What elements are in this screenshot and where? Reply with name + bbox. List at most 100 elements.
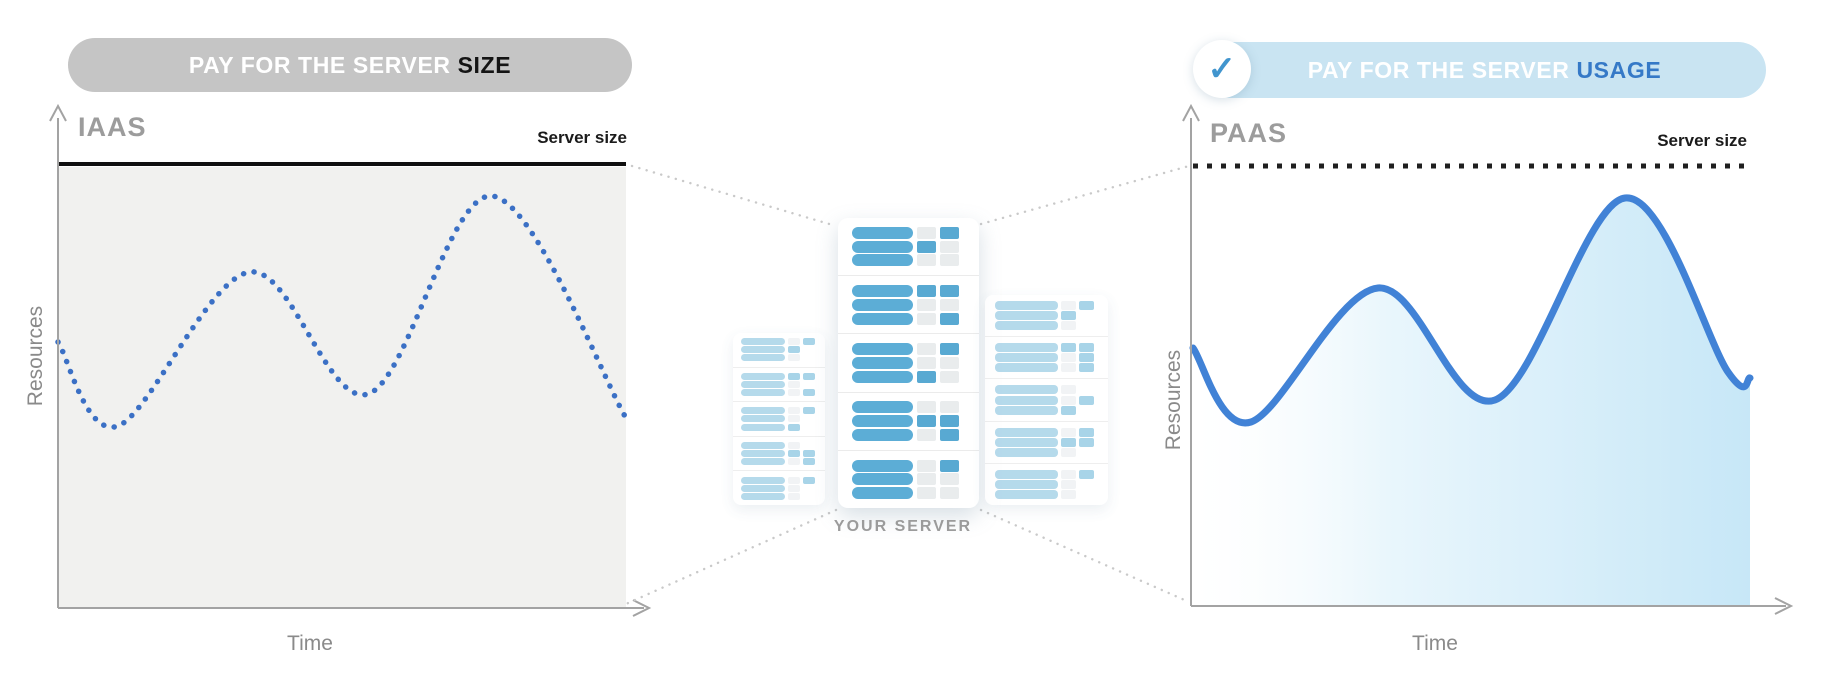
your-server-label: YOUR SERVER	[833, 518, 973, 535]
rack-row	[852, 415, 959, 428]
rack-row	[741, 458, 815, 466]
rack-indicator	[788, 450, 800, 458]
rack-row	[852, 459, 959, 472]
rack-row	[852, 298, 959, 311]
rack-indicator	[788, 476, 800, 484]
rack-indicator	[803, 458, 815, 466]
rack-bar	[995, 353, 1058, 363]
rack-section	[838, 449, 979, 508]
rack-indicator	[940, 254, 959, 267]
rack-row	[995, 469, 1094, 479]
rack-bar	[741, 492, 785, 500]
rack-indicator	[917, 240, 936, 253]
rack-row	[995, 353, 1094, 363]
rack-row	[995, 343, 1094, 353]
rack-bar	[995, 395, 1058, 405]
rack-row	[741, 380, 815, 388]
rack-section	[733, 435, 825, 471]
rack-row	[741, 476, 815, 484]
rack-bar	[852, 357, 913, 369]
rack-indicator	[940, 370, 959, 383]
rack-indicator	[1079, 363, 1094, 373]
rack-indicator	[1079, 427, 1094, 437]
rack-indicator	[917, 473, 936, 486]
rack-bar	[852, 459, 913, 472]
rack-indicator	[917, 312, 936, 325]
rack-indicator	[803, 450, 815, 458]
rack-row	[741, 407, 815, 415]
y-axis-arrow-left	[49, 103, 67, 122]
rack-indicator	[1061, 469, 1076, 479]
rack-row	[995, 311, 1094, 321]
rack-indicator	[917, 459, 936, 472]
rack-indicator	[1061, 385, 1076, 395]
rack-bar	[852, 415, 913, 428]
rack-indicator	[1079, 353, 1094, 363]
rack-indicator	[917, 226, 936, 239]
rack-section	[733, 401, 825, 436]
badge-accent-size: SIZE	[457, 51, 512, 78]
rack-section	[838, 391, 979, 450]
rack-row	[995, 405, 1094, 415]
rack-indicator	[1061, 353, 1076, 363]
rack-row	[852, 226, 959, 239]
rack-indicator	[917, 415, 936, 428]
rack-bar	[995, 301, 1058, 311]
rack-bar	[995, 437, 1058, 447]
rack-bar	[852, 226, 913, 239]
rack-indicator	[788, 389, 800, 397]
rack-indicator	[788, 338, 800, 346]
y-axis-label-left: Resources	[24, 305, 47, 407]
rack-row	[852, 370, 959, 383]
rack-indicator	[917, 401, 936, 414]
rack-section	[733, 470, 825, 505]
rack-row	[852, 312, 959, 325]
connector-top-right	[979, 164, 1191, 226]
rack-indicator	[917, 487, 936, 500]
iaas-paid-area	[59, 167, 626, 608]
rack-row	[852, 473, 959, 486]
rack-row	[852, 487, 959, 500]
rack-bar	[741, 338, 785, 346]
rack-section	[985, 420, 1108, 463]
rack-row	[741, 423, 815, 431]
badge-text: PAY FOR THE SERVER	[188, 51, 458, 78]
server-rack-main	[838, 218, 979, 508]
rack-bar	[995, 405, 1058, 415]
rack-bar	[741, 415, 785, 423]
rack-row	[995, 489, 1094, 499]
rack-indicator	[1061, 343, 1076, 353]
rack-indicator	[788, 492, 800, 500]
rack-indicator	[917, 357, 936, 369]
rack-row	[852, 343, 959, 356]
badge-text: PAY FOR THE SERVER	[1307, 56, 1577, 83]
x-axis-arrow-left	[632, 599, 652, 617]
rack-indicator	[788, 407, 800, 415]
x-axis-label-left: Time	[287, 632, 333, 655]
rack-bar	[741, 346, 785, 354]
rack-row	[741, 415, 815, 423]
rack-row	[852, 254, 959, 267]
rack-indicator	[803, 476, 815, 484]
rack-indicator	[1079, 437, 1094, 447]
rack-row	[741, 354, 815, 362]
rack-bar	[995, 311, 1058, 321]
rack-bar	[995, 427, 1058, 437]
rack-bar	[741, 476, 785, 484]
rack-bar	[852, 240, 913, 253]
rack-section	[838, 218, 979, 275]
rack-row	[995, 321, 1094, 331]
rack-bar	[852, 370, 913, 383]
rack-section	[985, 378, 1108, 420]
rack-indicator	[917, 254, 936, 267]
rack-row	[995, 301, 1094, 311]
rack-indicator	[788, 380, 800, 388]
rack-bar	[995, 479, 1058, 489]
rack-indicator	[940, 429, 959, 441]
rack-indicator	[788, 484, 800, 492]
rack-bar	[852, 312, 913, 325]
rack-row	[852, 285, 959, 297]
rack-row	[741, 450, 815, 458]
rack-section	[985, 336, 1108, 378]
rack-indicator	[1061, 395, 1076, 405]
